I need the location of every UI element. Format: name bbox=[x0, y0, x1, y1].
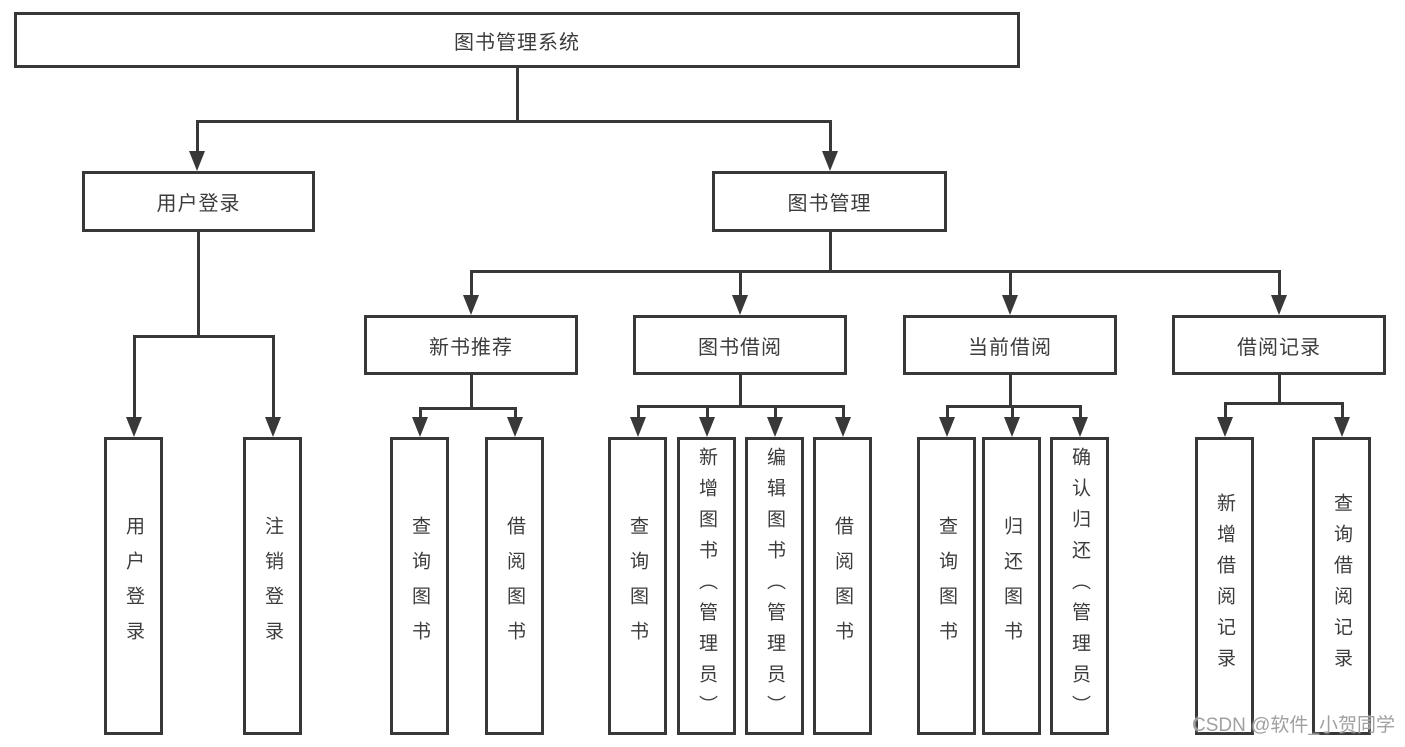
arrowhead-borrow-books-2 bbox=[835, 417, 851, 437]
arrowhead-edit-book bbox=[767, 417, 783, 437]
connector-book-management-stem bbox=[828, 232, 832, 272]
connector-book-borrow-stem bbox=[738, 375, 742, 407]
node-book-borrow: 图书借阅 bbox=[633, 315, 847, 375]
node-leaf-logout: 注销登录 bbox=[243, 437, 302, 735]
connector-drop-borrow-records bbox=[1277, 270, 1281, 298]
connector-drop-add-book bbox=[705, 405, 709, 420]
node-leaf-add-book-admin: 新增图书（管理员） bbox=[677, 437, 736, 735]
connector-drop-return-books bbox=[1010, 405, 1014, 420]
arrowhead-borrow-books-1 bbox=[507, 417, 523, 437]
node-library-management-system: 图书管理系统 bbox=[14, 12, 1020, 68]
connector-current-borrow-branch bbox=[945, 405, 1082, 408]
connector-new-book-stem bbox=[469, 375, 473, 409]
node-new-book-recommend: 新书推荐 bbox=[364, 315, 578, 375]
arrowhead-current-borrow bbox=[1002, 295, 1018, 315]
connector-drop-borrow-books-1 bbox=[513, 407, 517, 420]
connector-drop-new-book bbox=[469, 270, 473, 298]
arrowhead-add-record bbox=[1217, 417, 1233, 437]
connector-user-login-stem bbox=[196, 232, 200, 337]
arrowhead-book-borrow bbox=[732, 295, 748, 315]
connector-borrow-records-stem bbox=[1277, 375, 1281, 404]
watermark: CSDN @软件_小贺同学 bbox=[1192, 715, 1395, 736]
connector-borrow-records-branch bbox=[1223, 402, 1344, 405]
connector-drop-add-record bbox=[1223, 402, 1227, 420]
node-leaf-query-books-borrow: 查询图书 bbox=[608, 437, 667, 735]
connector-drop-query-books-2 bbox=[636, 405, 640, 420]
connector-drop-query-books-3 bbox=[945, 405, 949, 420]
arrowhead-new-book bbox=[463, 295, 479, 315]
connector-drop-user-login bbox=[195, 120, 199, 154]
connector-book-borrow-branch bbox=[636, 405, 845, 408]
node-leaf-borrow-books-newrec: 借阅图书 bbox=[485, 437, 544, 735]
connector-drop-book-borrow bbox=[738, 270, 742, 298]
node-leaf-add-borrow-record: 新增借阅记录 bbox=[1195, 437, 1254, 735]
arrowhead-login-leaf bbox=[126, 417, 142, 437]
node-current-borrow: 当前借阅 bbox=[903, 315, 1117, 375]
arrowhead-query-books-3 bbox=[939, 417, 955, 437]
connector-drop-borrow-books-2 bbox=[841, 405, 845, 420]
connector-drop-edit-book bbox=[773, 405, 777, 420]
node-user-login: 用户登录 bbox=[82, 171, 315, 232]
node-leaf-query-borrow-record: 查询借阅记录 bbox=[1312, 437, 1371, 735]
node-leaf-query-books-current: 查询图书 bbox=[917, 437, 976, 735]
arrowhead-user-login bbox=[189, 151, 205, 171]
arrowhead-query-books-2 bbox=[630, 417, 646, 437]
connector-drop-login-leaf bbox=[132, 335, 136, 420]
node-borrow-records: 借阅记录 bbox=[1172, 315, 1386, 375]
node-leaf-edit-book-admin: 编辑图书（管理员） bbox=[745, 437, 804, 735]
connector-drop-logout-leaf bbox=[271, 335, 275, 420]
arrowhead-add-book bbox=[699, 417, 715, 437]
node-leaf-query-books-newrec: 查询图书 bbox=[390, 437, 449, 735]
connector-drop-query-books-1 bbox=[418, 407, 422, 420]
node-book-management: 图书管理 bbox=[712, 171, 947, 232]
arrowhead-query-record bbox=[1334, 417, 1350, 437]
connector-drop-confirm-return bbox=[1078, 405, 1082, 420]
connector-drop-book-management bbox=[828, 120, 832, 154]
arrowhead-query-books-1 bbox=[412, 417, 428, 437]
connector-current-borrow-stem bbox=[1008, 375, 1012, 407]
arrowhead-return-books bbox=[1004, 417, 1020, 437]
arrowhead-logout-leaf bbox=[265, 417, 281, 437]
node-leaf-borrow-books-borrow: 借阅图书 bbox=[813, 437, 872, 735]
node-leaf-user-login: 用户登录 bbox=[104, 437, 163, 735]
node-leaf-confirm-return-admin: 确认归还（管理员） bbox=[1050, 437, 1109, 735]
connector-root-stem bbox=[515, 68, 519, 122]
arrowhead-confirm-return bbox=[1072, 417, 1088, 437]
node-leaf-return-books: 归还图书 bbox=[982, 437, 1041, 735]
arrowhead-book-management bbox=[822, 151, 838, 171]
arrowhead-borrow-records bbox=[1271, 295, 1287, 315]
connector-root-branch bbox=[195, 120, 832, 123]
connector-drop-current-borrow bbox=[1008, 270, 1012, 298]
connector-book-management-branch bbox=[469, 270, 1281, 273]
connector-user-login-branch bbox=[132, 335, 275, 338]
connector-new-book-branch bbox=[418, 407, 517, 410]
connector-drop-query-record bbox=[1340, 402, 1344, 420]
